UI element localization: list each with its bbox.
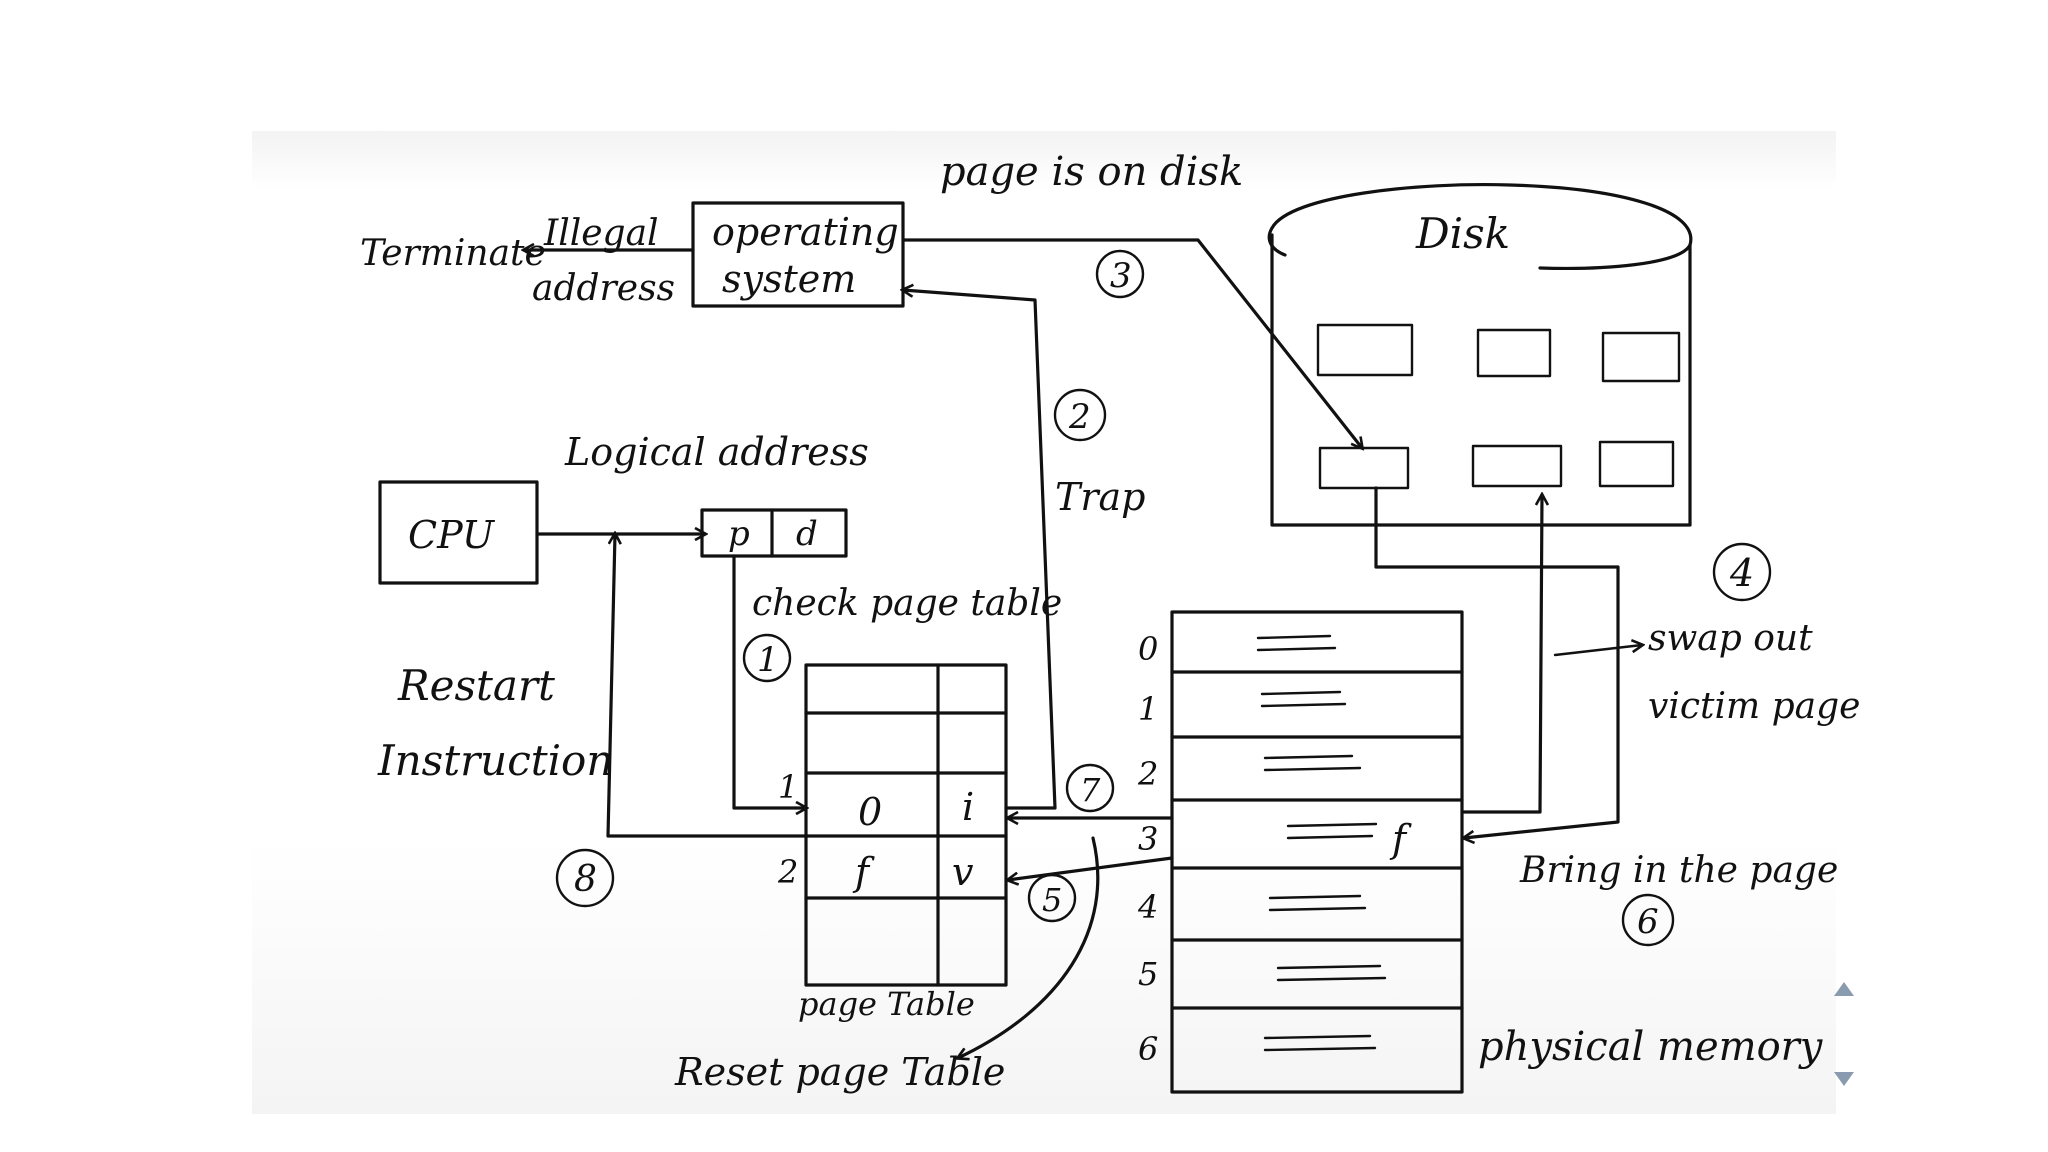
step3-marker: 3 [1095, 249, 1145, 299]
page-table: 1 2 0 i f v page Table [777, 663, 1008, 1023]
reset-arrow [958, 836, 1100, 1058]
os-label-line2: system [722, 257, 856, 301]
scroll-down-icon[interactable] [1834, 1072, 1854, 1086]
frame-number-6: 6 [1138, 1030, 1158, 1068]
page-on-disk-label: page is on disk [940, 149, 1243, 195]
trap-label: Trap [1055, 475, 1146, 519]
physical-memory: f 0 1 2 3 4 5 6 physical memory [1137, 610, 1824, 1094]
p-label: p [728, 514, 750, 554]
pt-bit-1: i [962, 785, 974, 829]
page-table-caption: page Table [798, 985, 975, 1023]
logical-address-box: p d [700, 508, 848, 558]
pt-index-2: 2 [777, 853, 798, 891]
frame-number-1: 1 [1138, 690, 1158, 728]
step2-arrow [903, 290, 1057, 810]
frame-number-3: 3 [1138, 820, 1158, 858]
step8-arrow [606, 534, 808, 838]
svg-text:2: 2 [1068, 397, 1091, 437]
step6-marker: 6 [1621, 893, 1675, 947]
bring-in-label: Bring in the page [1519, 850, 1838, 891]
step2-marker: 2 [1053, 388, 1107, 442]
pt-index-1: 1 [778, 768, 798, 806]
step1-arrow [732, 554, 806, 808]
frame3-label: f [1389, 817, 1412, 861]
pt-bit-2: v [952, 850, 974, 894]
svg-text:3: 3 [1110, 256, 1132, 296]
cpu-label: CPU [408, 513, 496, 557]
svg-text:5: 5 [1042, 881, 1062, 919]
frame-number-4: 4 [1137, 888, 1158, 926]
reset-page-table-label: Reset page Table [674, 1050, 1005, 1094]
scroll-indicator[interactable] [1834, 982, 1854, 1086]
step5-marker: 5 [1027, 873, 1077, 923]
instruction-label: Instruction [377, 736, 613, 785]
scroll-up-icon[interactable] [1834, 982, 1854, 996]
step4-arrow [1460, 495, 1542, 814]
address-label: address [532, 268, 675, 309]
whiteboard [252, 131, 1836, 1114]
svg-text:4: 4 [1729, 551, 1754, 595]
check-page-table-label: check page table [752, 583, 1062, 624]
swap-out-pointer [1553, 645, 1642, 657]
pt-frame-2: f [852, 850, 875, 894]
cpu-box: CPU [378, 480, 539, 585]
pt-frame-1: 0 [858, 790, 882, 834]
victim-page-label: victim page [1648, 686, 1860, 727]
frame-number-0: 0 [1138, 630, 1158, 668]
terminate-label: Terminate [360, 233, 546, 274]
step3-arrow [901, 238, 1362, 448]
os-box: operating system [691, 201, 905, 308]
illegal-label: Illegal [543, 213, 659, 254]
step6-arrow [1374, 486, 1620, 838]
svg-text:8: 8 [574, 859, 597, 900]
step4-marker: 4 [1712, 542, 1772, 602]
step1-marker: 1 [742, 633, 792, 683]
swap-out-label: swap out [1648, 618, 1813, 659]
os-label-line1: operating [712, 210, 899, 254]
step8-marker: 8 [555, 848, 615, 908]
d-label: d [796, 514, 818, 554]
disk: Disk [1267, 183, 1693, 527]
disk-label: Disk [1415, 209, 1510, 258]
frame-number-5: 5 [1138, 955, 1158, 993]
restart-label: Restart [397, 661, 555, 710]
svg-text:6: 6 [1637, 902, 1659, 942]
svg-text:1: 1 [757, 640, 779, 680]
frame-number-2: 2 [1137, 755, 1158, 793]
step7-marker: 7 [1065, 763, 1115, 813]
physical-memory-caption: physical memory [1478, 1024, 1824, 1070]
svg-text:7: 7 [1080, 771, 1101, 809]
logical-address-label: Logical address [564, 430, 869, 474]
step5-arrow [1008, 856, 1174, 880]
